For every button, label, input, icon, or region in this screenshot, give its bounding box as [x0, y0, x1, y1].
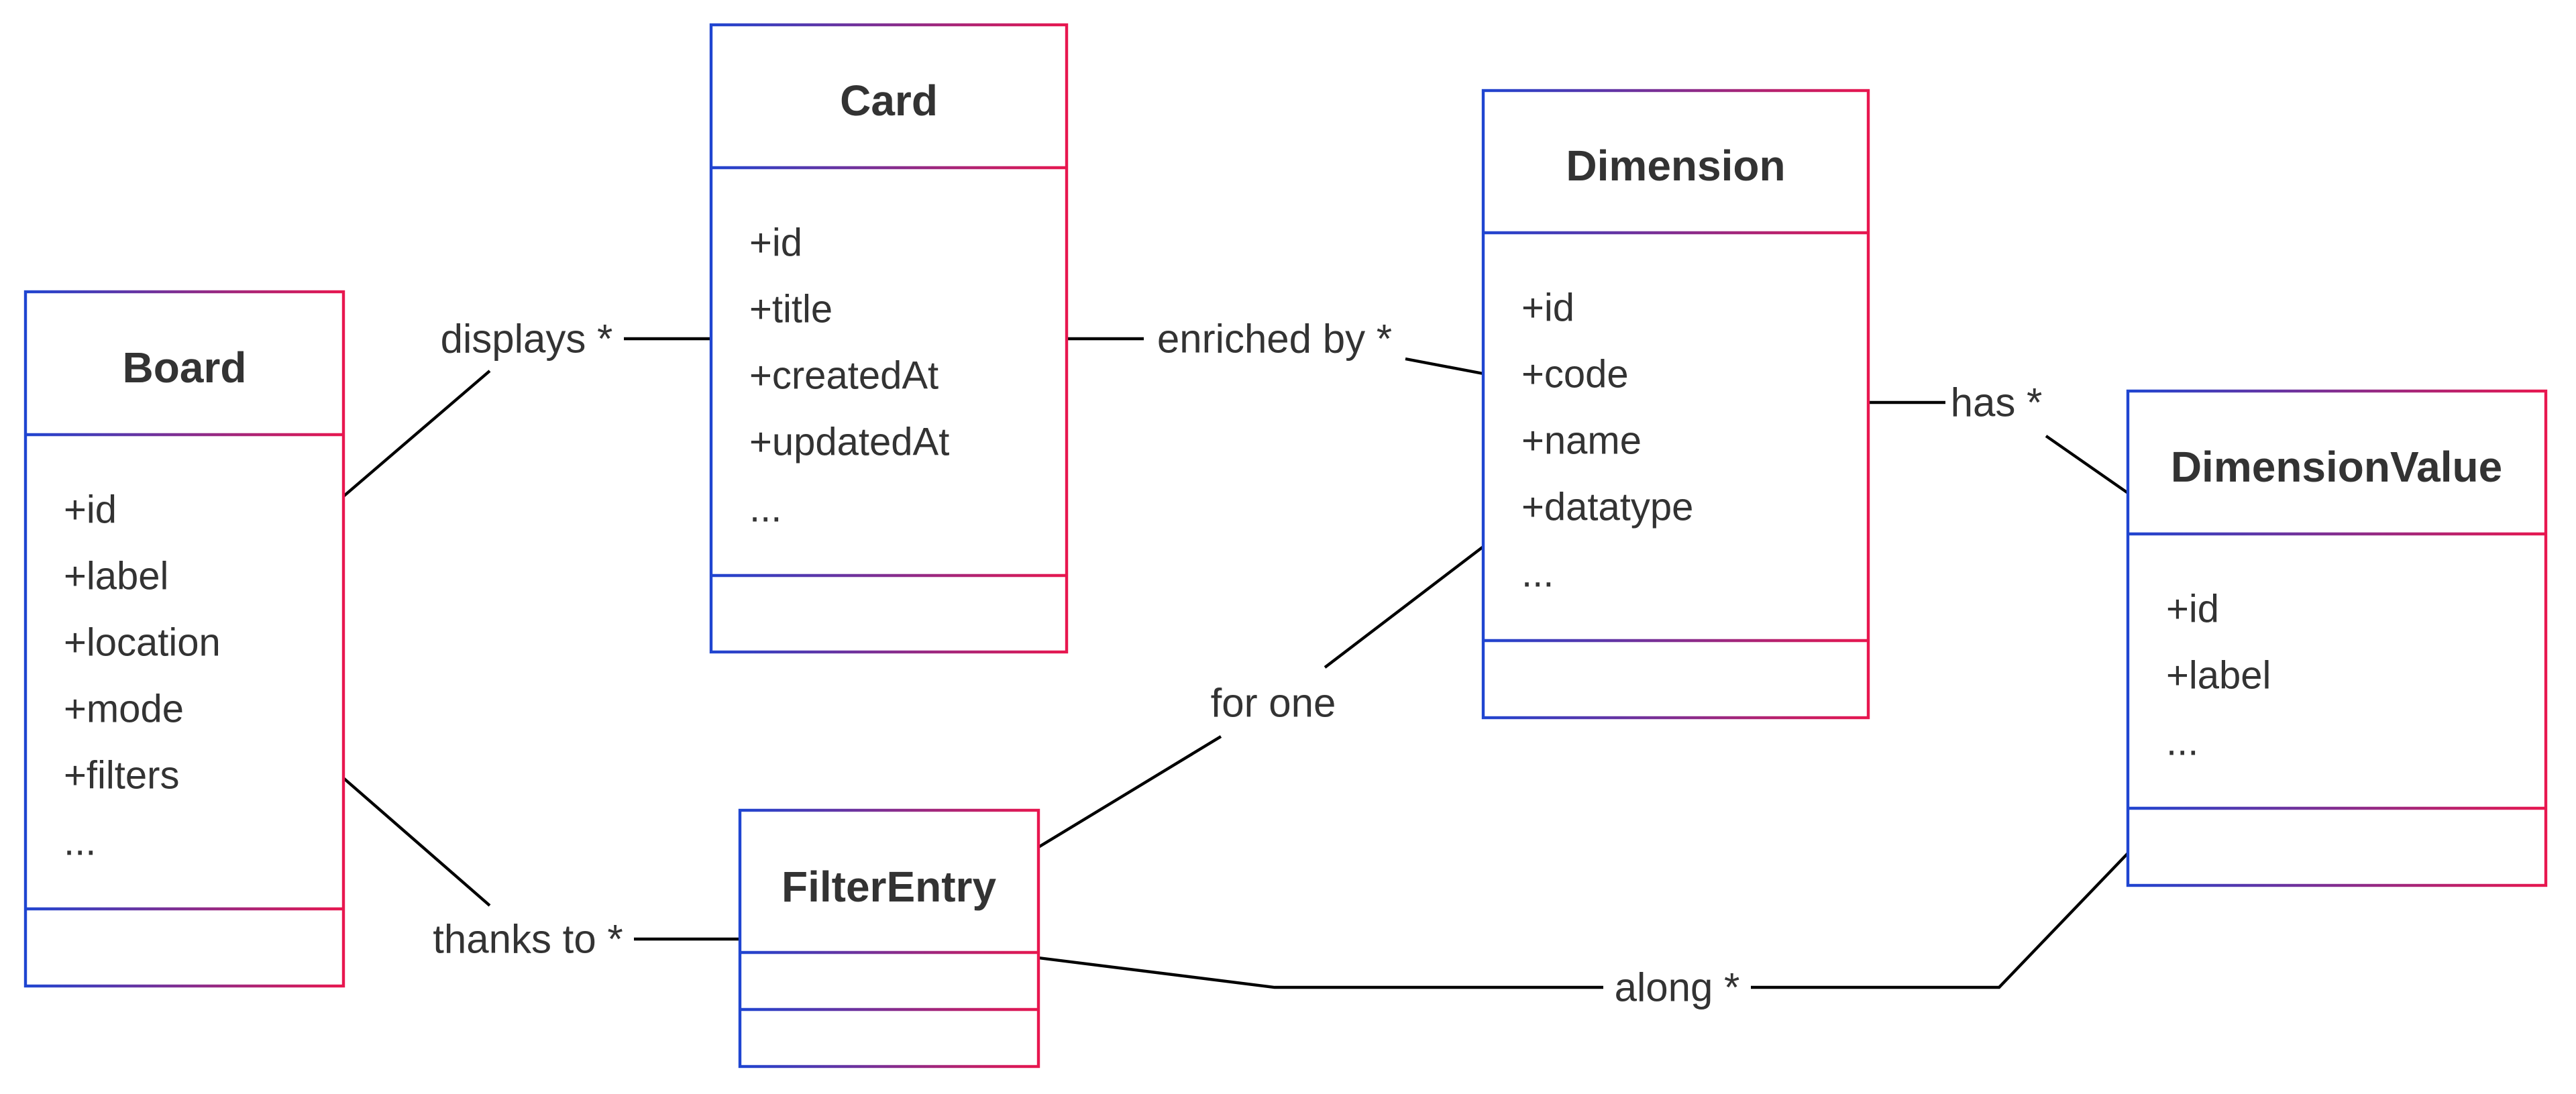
class-filter-entry-box [738, 808, 1040, 1069]
class-dimension-value-attribute: ... [2166, 720, 2198, 764]
class-filter-entry: FilterEntry [738, 808, 1040, 1069]
relation-board-card-line [342, 370, 491, 498]
relation-dimension-value: has * [1868, 380, 2129, 494]
class-card-attribute: +title [749, 288, 833, 331]
relation-board-card: displays * [342, 317, 711, 498]
class-card: Card +id +title +createdAt +updatedAt ..… [709, 23, 1069, 654]
class-dimension-attribute: +name [1521, 419, 1642, 463]
class-filter-entry-title: FilterEntry [782, 863, 996, 911]
class-board-attribute: ... [64, 820, 96, 864]
class-dimension-attribute: ... [1521, 552, 1554, 596]
class-dimension-value: DimensionValue +id +label ... [2126, 389, 2548, 887]
class-card-attribute: +createdAt [749, 354, 938, 398]
class-card-box [709, 23, 1069, 654]
class-dimension-attribute: +code [1521, 353, 1629, 396]
class-dimension-value-title: DimensionValue [2171, 443, 2502, 491]
class-dimension-attribute: +id [1521, 286, 1574, 330]
class-dimension-value-box [2126, 389, 2548, 887]
class-dimension-value-attribute: +label [2166, 654, 2271, 698]
class-board-title: Board [123, 343, 247, 392]
class-board: Board +id +label +location +mode +filter… [23, 290, 345, 988]
relation-filter-dimension: for one [1037, 545, 1485, 849]
class-card-attribute: +id [749, 221, 802, 265]
relation-filter-dimension-label: for one [1211, 681, 1336, 726]
relation-card-dimension: enriched by * [1067, 317, 1484, 376]
class-card-attribute: +updatedAt [749, 421, 949, 464]
relation-filter-value-line [1038, 956, 1603, 989]
class-board-attribute: +filters [64, 754, 179, 798]
relation-filter-value-line [1751, 852, 2129, 989]
relation-board-filter: thanks to * [342, 777, 740, 962]
relation-board-filter-line [342, 777, 491, 907]
class-dimension-value-attribute: +id [2166, 588, 2219, 631]
relation-filter-value-label: along * [1615, 965, 1740, 1010]
relation-filter-value: along * [1038, 852, 2129, 1010]
class-board-attribute: +location [64, 621, 221, 665]
class-card-title: Card [840, 76, 938, 125]
relation-board-filter-label: thanks to * [433, 917, 623, 962]
relation-board-card-label: displays * [441, 317, 613, 362]
class-card-attribute: ... [749, 487, 782, 531]
relation-filter-dimension-line [1037, 735, 1222, 849]
relation-dimension-value-line [2045, 435, 2129, 494]
class-dimension-title: Dimension [1566, 142, 1785, 190]
class-board-box [23, 290, 345, 988]
edges: displays * enriched by * has * thanks to… [342, 317, 2129, 1010]
class-board-attribute: +id [64, 488, 117, 532]
relation-filter-dimension-line [1324, 545, 1485, 669]
relation-card-dimension-line [1405, 357, 1484, 376]
class-dimension: Dimension +id +code +name +datatype ... [1481, 89, 1870, 720]
class-dimension-attribute: +datatype [1521, 486, 1693, 529]
class-dimension-box [1481, 89, 1870, 720]
relation-card-dimension-label: enriched by * [1157, 317, 1392, 362]
class-board-attribute: +label [64, 555, 168, 598]
class-board-attribute: +mode [64, 688, 184, 731]
relation-dimension-value-label: has * [1951, 380, 2043, 425]
